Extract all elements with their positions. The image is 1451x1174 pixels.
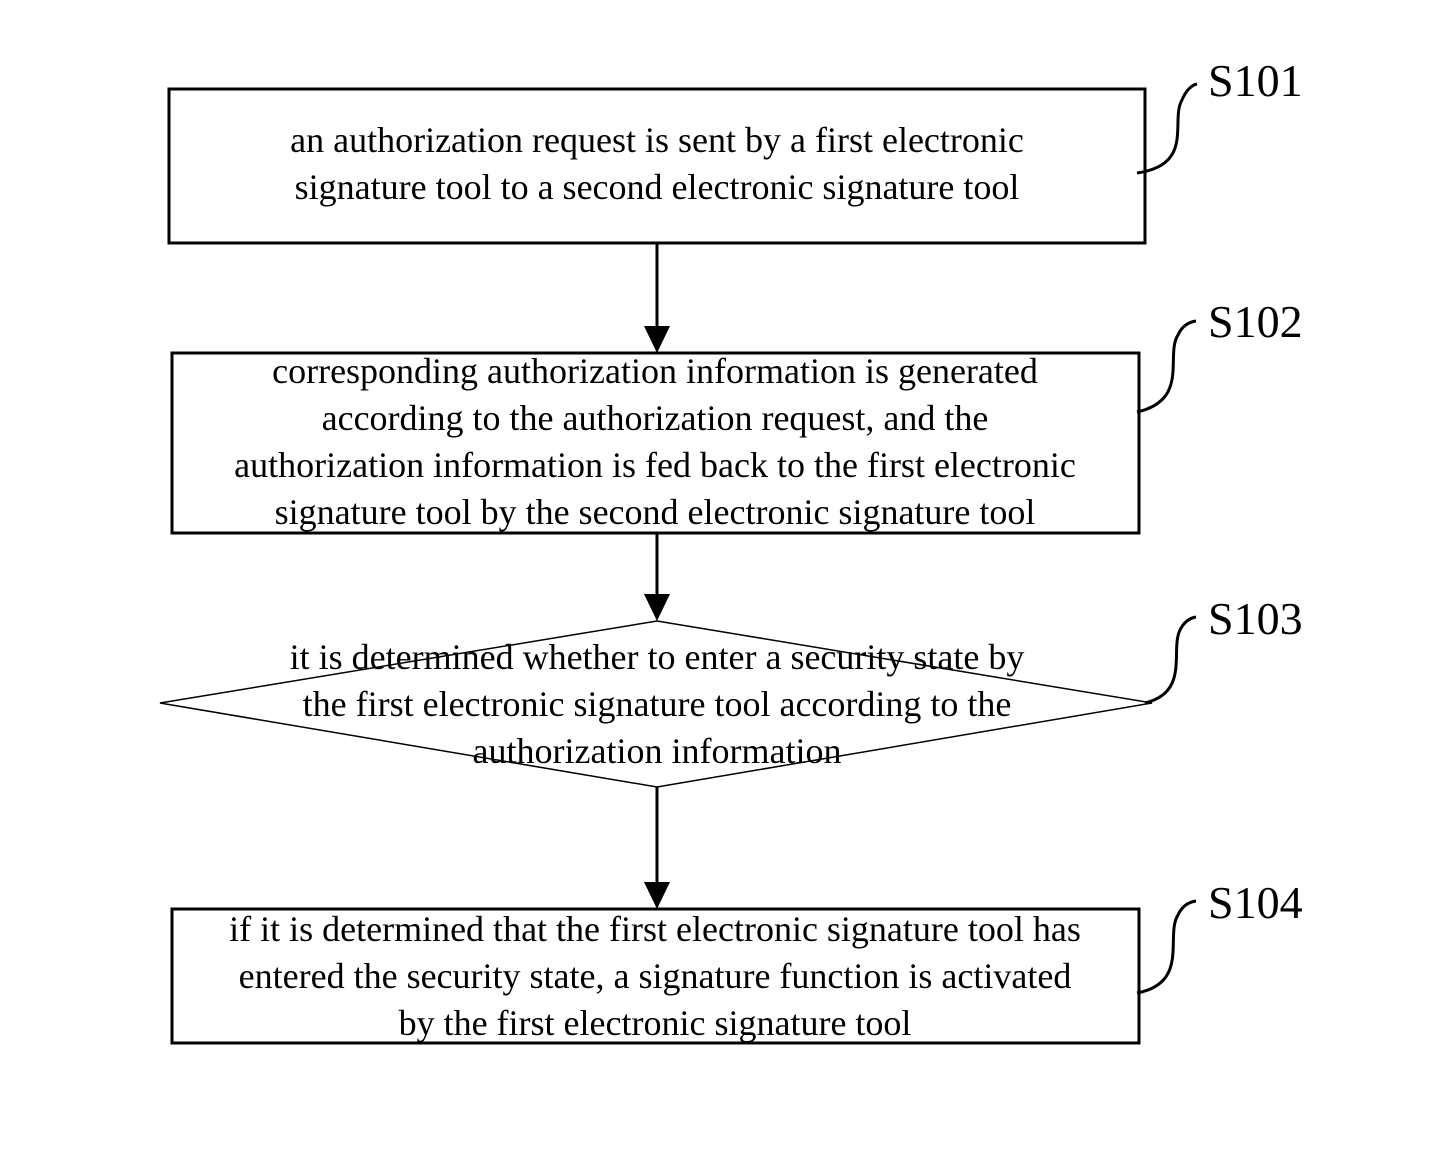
- step-s101-line-2: signature tool to a second electronic si…: [295, 167, 1020, 207]
- step-s103-line-3: authorization information: [473, 731, 842, 771]
- step-s103-line-2: the first electronic signature tool acco…: [303, 684, 1012, 724]
- step-s102: corresponding authorization information …: [172, 296, 1303, 533]
- arrowhead-s102: [644, 326, 670, 353]
- step-label-s104: S104: [1208, 877, 1303, 928]
- step-s104-line-3: by the first electronic signature tool: [399, 1003, 912, 1043]
- step-s101: an authorization request is sent by a fi…: [169, 55, 1303, 243]
- step-label-s102: S102: [1208, 296, 1303, 347]
- step-s103: it is determined whether to enter a secu…: [160, 593, 1303, 787]
- step-s104-line-1: if it is determined that the first elect…: [229, 909, 1081, 949]
- step-s101-line-1: an authorization request is sent by a fi…: [290, 120, 1024, 160]
- step-s102-line-3: authorization information is fed back to…: [234, 445, 1076, 485]
- process-box-s101: [169, 89, 1145, 243]
- step-s102-line-1: corresponding authorization information …: [272, 351, 1038, 391]
- leader-s103: [1145, 617, 1196, 703]
- connectors: [644, 243, 670, 909]
- step-s104-line-2: entered the security state, a signature …: [239, 956, 1072, 996]
- leader-s104: [1137, 901, 1196, 993]
- arrowhead-s104: [644, 882, 670, 909]
- leader-s102: [1137, 321, 1196, 412]
- arrowhead-s103: [644, 594, 670, 621]
- step-s104: if it is determined that the first elect…: [172, 877, 1303, 1043]
- step-s102-line-2: according to the authorization request, …: [322, 398, 989, 438]
- step-label-s101: S101: [1208, 55, 1303, 106]
- step-label-s103: S103: [1208, 593, 1303, 644]
- step-s103-line-1: it is determined whether to enter a secu…: [290, 637, 1025, 677]
- step-s102-line-4: signature tool by the second electronic …: [275, 492, 1036, 532]
